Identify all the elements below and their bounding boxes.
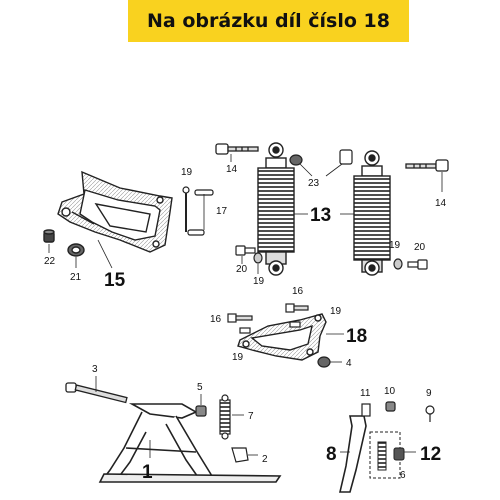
callout-18: 18 bbox=[346, 326, 367, 347]
part-10-nut bbox=[385, 401, 396, 412]
part-17-link-rod bbox=[182, 186, 214, 236]
part-18-stand-bracket bbox=[237, 313, 344, 361]
callout-5: 5 bbox=[197, 382, 203, 393]
callout-6: 6 bbox=[400, 470, 406, 481]
callout-19-bracket: 19 bbox=[181, 167, 193, 178]
part-11-bolt bbox=[361, 403, 371, 417]
banner-title: Na obrázku díl číslo 18 bbox=[147, 10, 390, 32]
callout-21: 21 bbox=[70, 272, 82, 283]
callout-20-left: 20 bbox=[236, 264, 248, 275]
part-1-main-stand bbox=[98, 403, 282, 483]
callout-10: 10 bbox=[384, 386, 396, 397]
callout-19-shock-right: 19 bbox=[389, 240, 401, 251]
callout-22: 22 bbox=[44, 256, 56, 267]
callout-4: 4 bbox=[346, 358, 352, 369]
part-5-nut bbox=[195, 394, 207, 417]
part-9-pin bbox=[425, 405, 435, 422]
part-23-nut-left bbox=[289, 154, 303, 166]
callout-1: 1 bbox=[142, 462, 153, 483]
part-23-nut-right bbox=[299, 149, 353, 177]
callout-16-left: 16 bbox=[210, 314, 222, 325]
callout-19-bracket18-left: 19 bbox=[232, 352, 244, 363]
callout-11: 11 bbox=[360, 388, 371, 399]
part-2-rubber-stop bbox=[231, 447, 258, 463]
callout-14-left: 14 bbox=[226, 164, 238, 175]
callout-13: 13 bbox=[310, 205, 331, 226]
callout-19-bracket18-right: 19 bbox=[330, 306, 342, 317]
callout-23: 23 bbox=[308, 178, 320, 189]
part-14-bolt-right bbox=[405, 159, 449, 192]
title-banner: Na obrázku díl číslo 18 bbox=[128, 0, 409, 42]
part-4-pin bbox=[317, 356, 342, 368]
callout-16-top: 16 bbox=[292, 286, 304, 297]
part-19-washer-left bbox=[253, 252, 263, 274]
part-7-spring bbox=[219, 394, 244, 440]
part-3-long-bolt bbox=[65, 376, 128, 404]
callout-3: 3 bbox=[92, 364, 98, 375]
part-20-bolt-right bbox=[407, 259, 428, 270]
callout-14-right: 14 bbox=[435, 198, 447, 209]
callout-19-shock-left: 19 bbox=[253, 276, 265, 287]
callout-20-right: 20 bbox=[414, 242, 426, 253]
callout-9: 9 bbox=[426, 388, 432, 399]
part-22-bushing bbox=[43, 229, 55, 253]
part-15-bracket bbox=[57, 170, 173, 269]
part-13-shock-right bbox=[353, 150, 391, 276]
part-8-side-stand bbox=[338, 415, 367, 493]
part-16-bolts bbox=[227, 303, 309, 334]
callout-15: 15 bbox=[104, 270, 126, 291]
callout-8: 8 bbox=[326, 444, 337, 465]
part-14-bolt-left bbox=[215, 143, 259, 162]
part-12-spring-kit bbox=[369, 431, 416, 479]
callout-7: 7 bbox=[248, 411, 254, 422]
part-20-bolt-left bbox=[235, 245, 256, 264]
callout-2: 2 bbox=[262, 454, 268, 465]
part-21-washer bbox=[67, 243, 85, 268]
part-19-washer-right bbox=[393, 258, 403, 270]
callout-17: 17 bbox=[216, 206, 228, 217]
callout-12: 12 bbox=[420, 444, 441, 465]
part-13-shock-left bbox=[257, 142, 295, 276]
